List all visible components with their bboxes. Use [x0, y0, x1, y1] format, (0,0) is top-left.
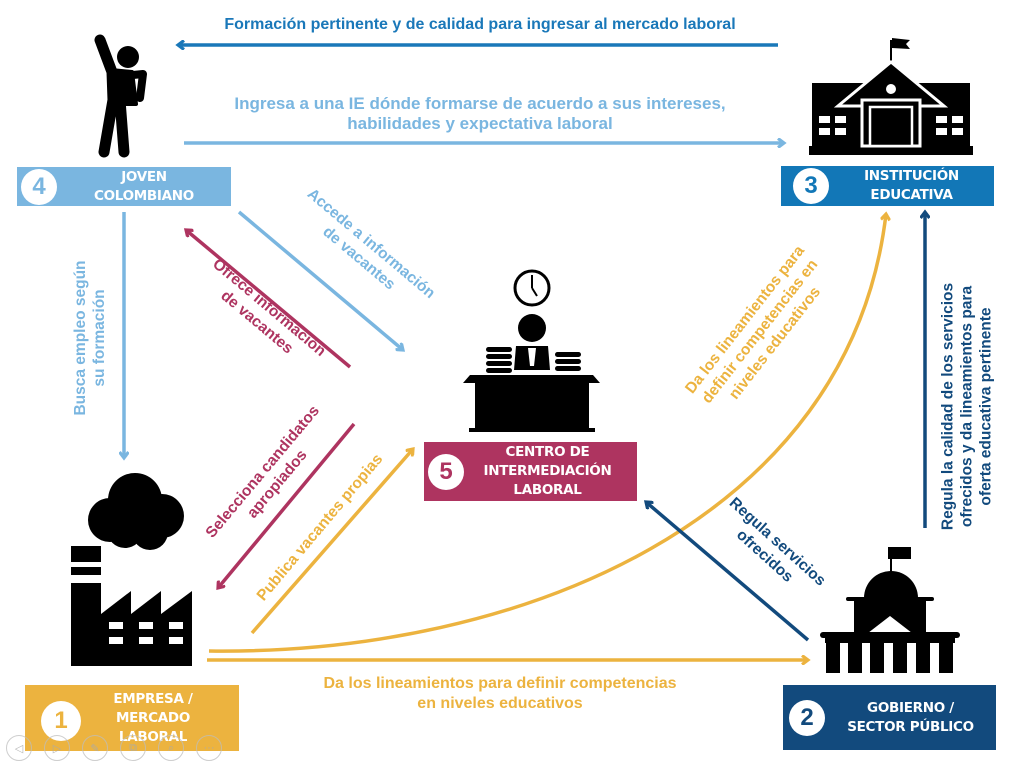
flow-label-busca-empleo: Busca empleo según su formación	[71, 248, 109, 428]
flow-label-line: Da los lineamientos para definir compete…	[323, 675, 677, 692]
next-slide-button[interactable]: ▷	[44, 735, 70, 761]
flow-label-lineamientos-horizontal: Da los lineamientos para definir compete…	[220, 674, 780, 714]
slides-overview-button[interactable]: ⧉	[120, 735, 146, 761]
flow-label-line: habilidades y expectativa laboral	[347, 114, 613, 133]
node-title-line: EMPRESA /	[113, 690, 193, 707]
office-worker-desk-icon	[463, 269, 600, 432]
flow-label-ingresa-ie: Ingresa a una IE dónde formarse de acuer…	[180, 94, 780, 134]
node-number-badge: 4	[21, 168, 57, 205]
flow-label-line: oferta educativa pertinente	[977, 307, 995, 506]
arrow-lineamientos-curve	[208, 214, 886, 653]
flow-label-regula-calidad: Regula la calidad de los servicios ofrec…	[939, 267, 996, 547]
pen-icon: ✎	[90, 742, 100, 755]
arrow-accede-informacion	[237, 210, 403, 350]
school-building-icon	[809, 38, 973, 155]
arrow-regula-servicios	[646, 502, 810, 642]
person-raising-fist-icon	[94, 34, 147, 158]
factory-icon	[71, 473, 192, 666]
node-number-badge: 1	[41, 701, 81, 741]
node-title-line: COLOMBIANO	[94, 187, 194, 204]
node-joven-colombiano: 4 JOVEN COLOMBIANO	[17, 167, 231, 206]
flow-label-line: Ingresa a una IE dónde formarse de acuer…	[234, 94, 726, 113]
slides-overview-icon: ⧉	[129, 741, 137, 754]
flow-label-formacion-pertinente: Formación pertinente y de calidad para i…	[180, 15, 780, 35]
flow-label-line: Busca empleo según	[72, 260, 89, 416]
arrow-selecciona-candidatos	[218, 422, 356, 588]
node-title-line: GOBIERNO /	[867, 699, 954, 716]
more-options-button[interactable]: ···	[196, 735, 222, 761]
zoom-button[interactable]: ⌕	[158, 735, 184, 761]
flow-label-line: Formación pertinente y de calidad para i…	[224, 16, 736, 33]
flow-label-line: su formación	[91, 289, 108, 387]
flow-label-line: ofrecidos y da lineamientos para	[958, 285, 976, 528]
node-number-badge: 3	[793, 168, 829, 204]
flow-label-line: en niveles educativos	[417, 695, 583, 712]
arrow-publica-vacantes	[250, 449, 413, 635]
node-title-line: CENTRO DE	[505, 444, 590, 460]
node-centro-intermediacion: 5 CENTRO DE INTERMEDIACIÓN LABORAL	[424, 442, 637, 501]
node-title-line: MERCADO	[116, 709, 190, 726]
node-title-line: LABORAL	[513, 482, 582, 498]
node-number-badge: 2	[789, 699, 825, 736]
node-title-line: INSTITUCIÓN	[864, 168, 959, 184]
magnifier-icon: ⌕	[167, 741, 175, 754]
node-title-line: JOVEN	[121, 168, 167, 185]
previous-icon: ◁	[14, 742, 24, 755]
arrow-ofrece-informacion	[186, 230, 352, 369]
next-icon: ▷	[52, 742, 62, 755]
node-title-line: SECTOR PÚBLICO	[847, 718, 974, 735]
node-title-line: EDUCATIVA	[870, 187, 953, 203]
node-institucion-educativa: 3 INSTITUCIÓN EDUCATIVA	[781, 166, 994, 206]
node-number-badge: 5	[428, 453, 464, 490]
pen-button[interactable]: ✎	[82, 735, 108, 761]
previous-slide-button[interactable]: ◁	[6, 735, 32, 761]
more-icon: ···	[203, 742, 215, 754]
flow-label-line: Regula la calidad de los servicios	[939, 282, 957, 531]
node-title-line: INTERMEDIACIÓN	[483, 463, 612, 479]
node-gobierno-sector-publico: 2 GOBIERNO / SECTOR PÚBLICO	[783, 685, 996, 750]
government-building-icon	[820, 547, 960, 673]
